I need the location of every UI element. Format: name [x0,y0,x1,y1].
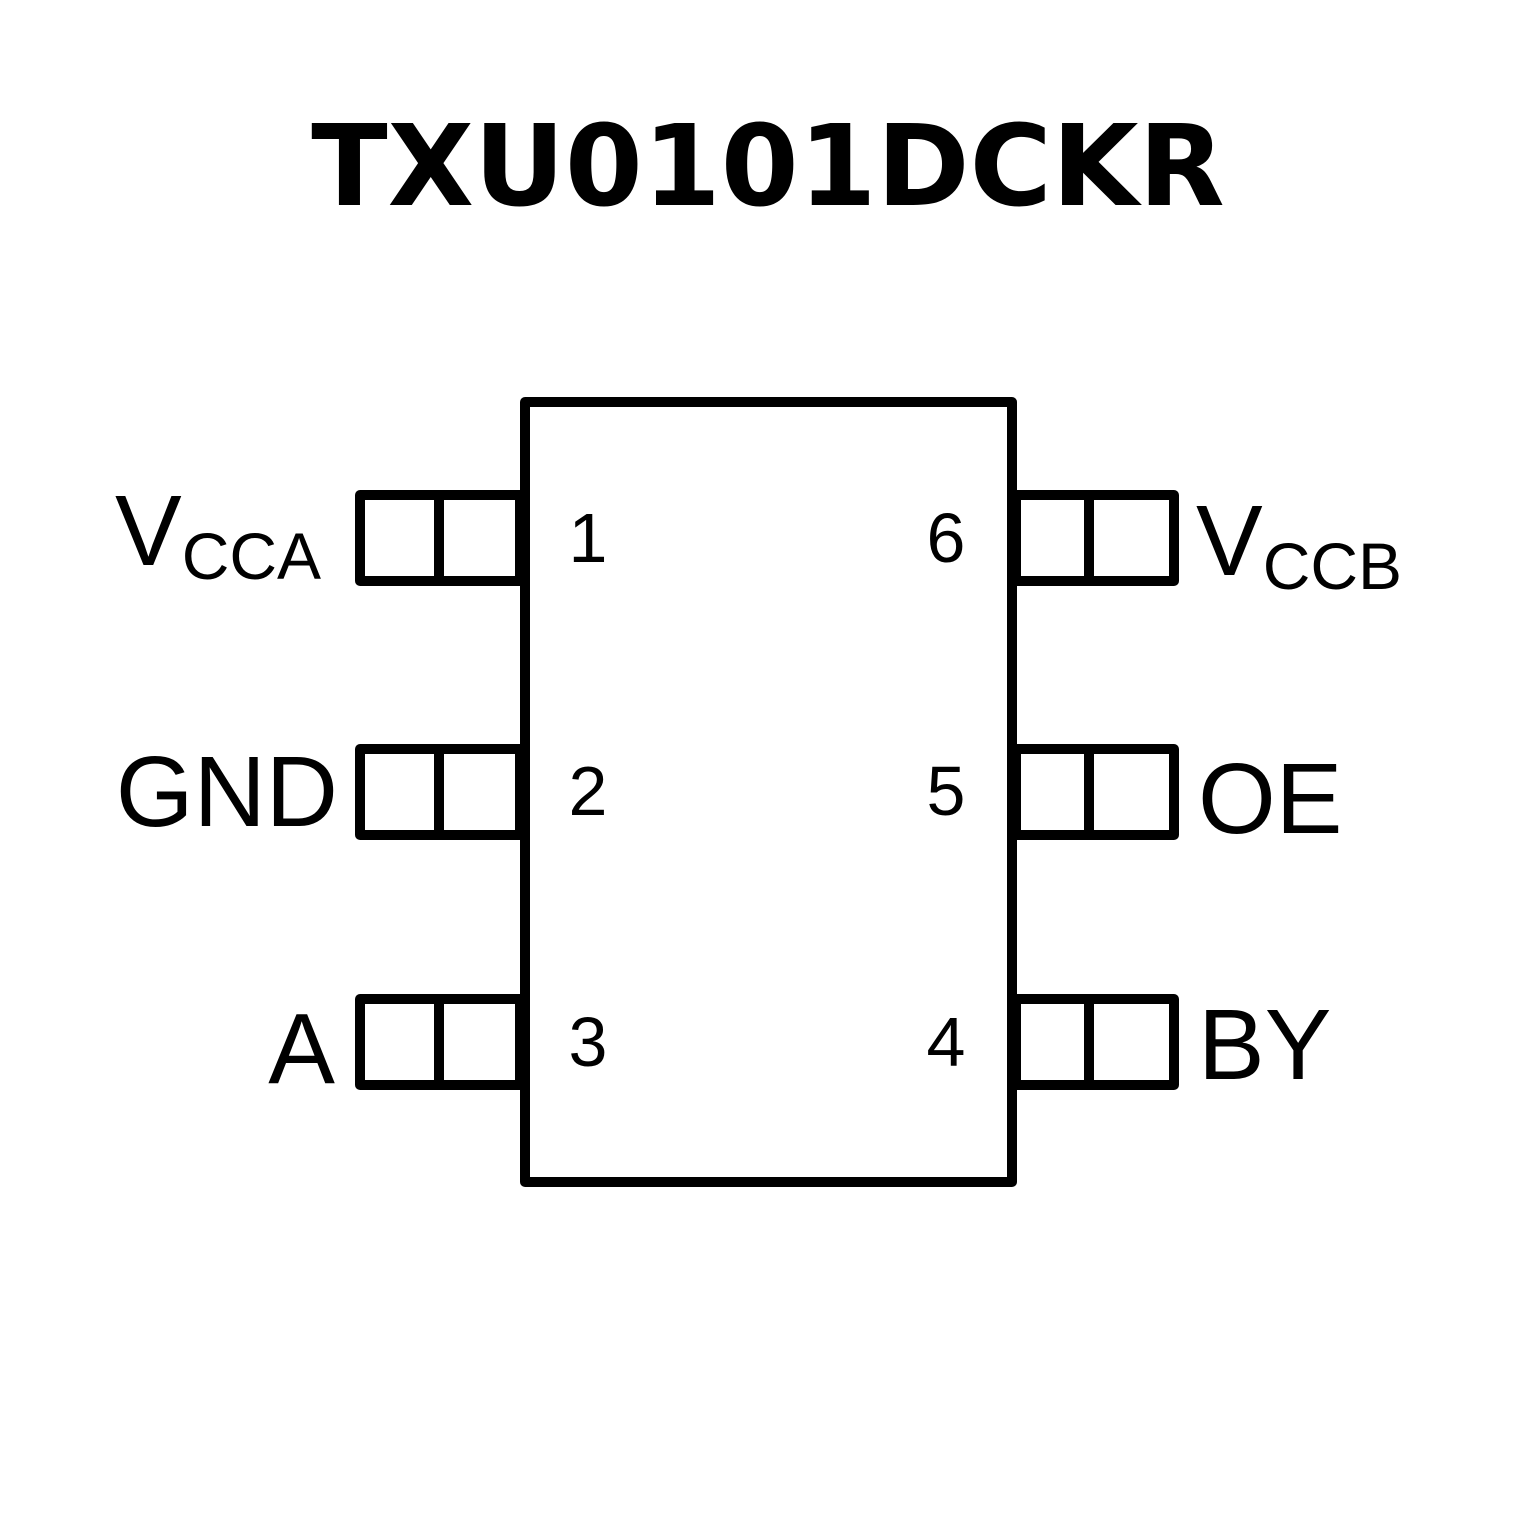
pin-pad [1011,490,1179,586]
part-number-title: TXU0101DCKR [311,102,1225,232]
pin-name: OE [1198,743,1342,855]
pin-number: 3 [569,1003,608,1081]
pin-number: 5 [927,752,966,830]
pin-pad [1011,994,1179,1090]
pin-name: BY [1198,989,1331,1101]
pin-5: OE 5 [927,743,1343,855]
pin-name: VCCB [1196,485,1402,603]
pin-6: VCCB 6 [927,485,1403,603]
pin-name: GND [116,736,338,848]
pin-2: GND 2 [116,736,608,848]
pin-number: 4 [927,1003,966,1081]
pin-1: VCCA 1 [115,475,607,593]
pin-4: BY 4 [927,989,1332,1101]
pin-pad [1011,744,1179,840]
pin-3: A 3 [268,993,607,1105]
pin-number: 6 [927,499,966,577]
pin-number: 1 [569,499,608,577]
pin-name: VCCA [115,475,321,593]
pin-number: 2 [569,752,608,830]
pin-name: A [268,993,335,1105]
